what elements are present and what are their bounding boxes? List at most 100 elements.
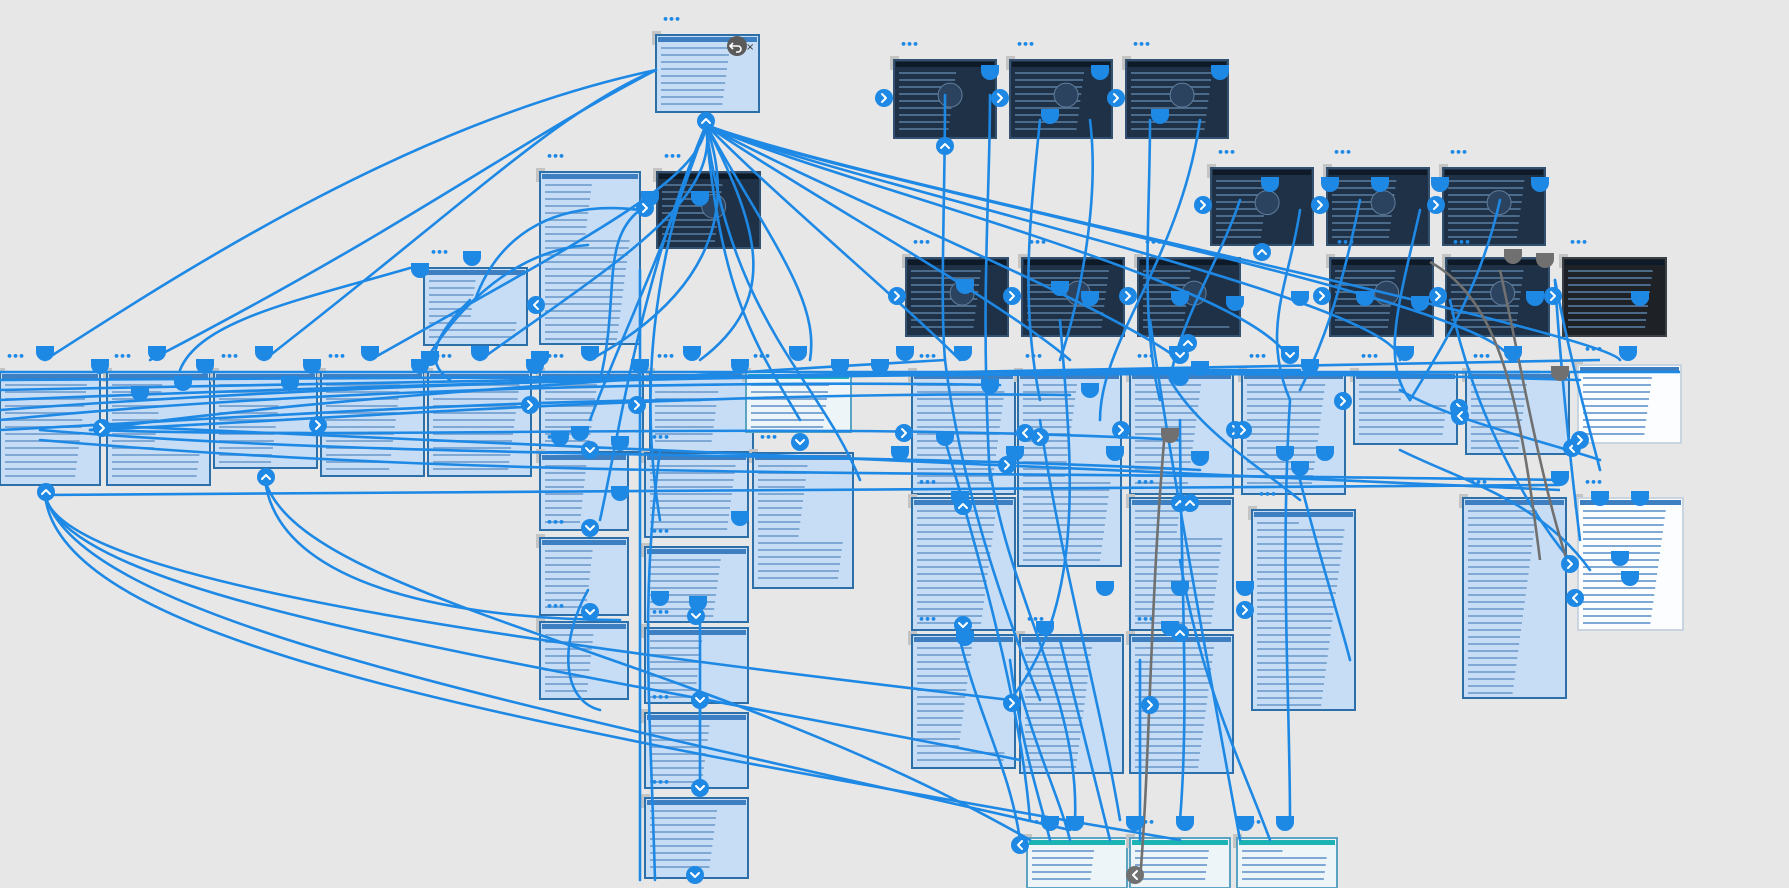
arrow-left-icon[interactable] [527,296,545,314]
hotspot-pin-icon[interactable] [1631,291,1649,306]
hotspot-pin-icon[interactable] [1431,177,1449,192]
hotspot-pin-icon[interactable] [1504,249,1522,264]
arrow-right-icon[interactable] [1334,392,1352,410]
prototype-link-71[interactable] [646,448,662,882]
arrow-right-icon[interactable] [309,416,327,434]
artboard-frame[interactable] [539,171,641,345]
arrow-down-icon[interactable] [954,616,972,634]
artboard-36[interactable]: ••• [749,431,854,589]
hotspot-pin-icon[interactable] [1066,816,1084,831]
hotspot-pin-icon[interactable] [1041,816,1059,831]
prototype-link-18[interactable] [598,123,708,522]
prototype-link-7[interactable] [698,123,755,362]
prototype-link-58[interactable] [1038,418,1122,822]
prototype-link-20[interactable] [704,123,862,482]
prototype-link-secondary-1[interactable] [1429,260,1542,561]
artboard-51[interactable]: ••• [1233,816,1338,888]
overlay-controls[interactable]: × [727,36,754,56]
hotspot-pin-icon[interactable] [1091,65,1109,80]
artboard-menu-icon[interactable]: ••• [1132,38,1151,51]
hotspot-pin-icon[interactable] [1551,471,1569,486]
arrow-right-icon[interactable] [521,396,539,414]
hotspot-pin-icon[interactable] [651,591,669,606]
arrow-right-icon[interactable] [1313,287,1331,305]
arrow-up-icon[interactable] [936,137,954,155]
artboard-menu-icon[interactable]: ••• [663,150,682,163]
prototype-link-10[interactable] [704,123,1072,362]
hotspot-pin-icon[interactable] [1096,581,1114,596]
prototype-link-64[interactable] [1298,478,1352,662]
prototype-link-23[interactable] [43,493,1072,832]
hotspot-pin-icon[interactable] [1631,491,1649,506]
artboard-13[interactable]: ••• [1559,236,1667,337]
artboard-50[interactable]: ••• [1126,816,1231,888]
prototype-link-48[interactable] [1275,208,1302,402]
artboard-35[interactable]: ••• [641,431,749,538]
artboard-menu-icon[interactable]: ••• [651,431,670,444]
hotspot-pin-icon[interactable] [1619,346,1637,361]
hotspot-pin-icon[interactable] [471,346,489,361]
hotspot-pin-icon[interactable] [1301,359,1319,374]
prototype-link-3[interactable] [262,68,658,362]
hotspot-pin-icon[interactable] [611,486,629,501]
hotspot-pin-icon[interactable] [1036,621,1054,636]
hotspot-pin-icon[interactable] [611,436,629,451]
artboard-menu-icon[interactable]: ••• [1248,350,1267,363]
artboard-frame[interactable] [752,452,854,589]
artboard-33[interactable]: ••• [536,516,629,616]
hotspot-pin-icon[interactable] [631,359,649,374]
artboard-menu-icon[interactable]: ••• [900,38,919,51]
arrow-down-icon[interactable] [687,607,705,625]
prototype-link-21[interactable] [43,493,1012,702]
hotspot-pin-icon[interactable] [281,376,299,391]
hotspot-pin-icon[interactable] [1226,296,1244,311]
hotspot-pin-icon[interactable] [981,379,999,394]
hotspot-pin-icon[interactable] [956,631,974,646]
hotspot-pin-icon[interactable] [871,359,889,374]
prototype-link-31[interactable] [0,382,1002,422]
prototype-link-bundle-5[interactable] [39,483,1561,497]
artboard-menu-icon[interactable]: ••• [327,350,346,363]
close-icon[interactable]: × [746,42,754,53]
hotspot-pin-icon[interactable] [1151,109,1169,124]
prototype-link-51[interactable] [1408,198,1502,402]
arrow-right-icon[interactable] [1561,555,1579,573]
arrow-right-icon[interactable] [1429,287,1447,305]
arrow-right-icon[interactable] [1112,421,1130,439]
arrow-right-icon[interactable] [1194,196,1212,214]
prototype-link-36[interactable] [178,266,412,372]
prototype-link-1[interactable] [43,68,658,362]
hotspot-pin-icon[interactable] [1526,291,1544,306]
arrow-right-icon[interactable] [1427,196,1445,214]
artboard-menu-icon[interactable]: ••• [662,13,681,26]
prototype-link-74[interactable] [1018,688,1072,842]
prototype-link-29[interactable] [88,428,1182,442]
hotspot-pin-icon[interactable] [1291,461,1309,476]
artboard-menu-icon[interactable]: ••• [430,246,449,259]
hotspot-pin-icon[interactable] [571,426,589,441]
hotspot-pin-icon[interactable] [689,596,707,611]
artboard-menu-icon[interactable]: ••• [1217,146,1236,159]
arrow-down-icon[interactable] [791,433,809,451]
prototype-link-5[interactable] [478,123,709,362]
artboard-menu-icon[interactable]: ••• [656,350,675,363]
artboard-menu-icon[interactable]: ••• [918,476,937,489]
artboard-menu-icon[interactable]: ••• [1449,146,1468,159]
hotspot-pin-icon[interactable] [255,346,273,361]
hotspot-pin-icon[interactable] [1276,446,1294,461]
hotspot-pin-icon[interactable] [1591,491,1609,506]
prototype-link-9[interactable] [704,123,962,362]
arrow-left-icon[interactable] [1126,866,1144,884]
artboard-14[interactable]: ••• [536,150,641,345]
hotspot-pin-icon[interactable] [1126,816,1144,831]
hotspot-pin-icon[interactable] [551,431,569,446]
arrow-down-icon[interactable] [1171,346,1189,364]
artboard-menu-icon[interactable]: ••• [1333,146,1352,159]
arrow-right-icon[interactable] [1544,287,1562,305]
arrow-right-icon[interactable] [1003,694,1021,712]
hotspot-pin-icon[interactable] [1611,551,1629,566]
hotspot-pin-icon[interactable] [361,346,379,361]
hotspot-pin-icon[interactable] [1321,177,1339,192]
prototype-link-39[interactable] [473,206,642,302]
hotspot-pin-icon[interactable] [1356,291,1374,306]
